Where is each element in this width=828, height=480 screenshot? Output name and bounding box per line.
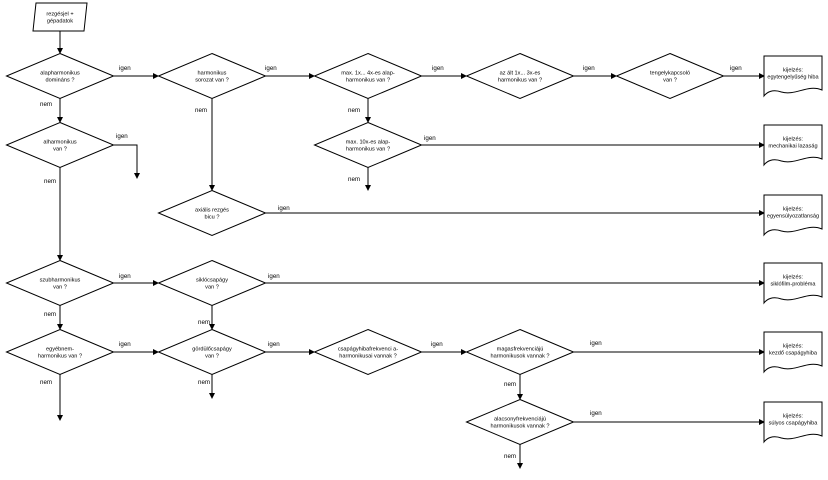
- start-input-text-0: rezgésjel +: [46, 12, 73, 18]
- edge-labels: igen igen igen igen igen nem igen nem igen nem nem…: [40, 65, 742, 460]
- decision-d-egyeb-text-1: harmonikus van ?: [38, 354, 82, 360]
- output-o-egytengely-text-1: egytengelyűség hiba: [767, 75, 819, 81]
- edge-label-no: nem: [504, 381, 516, 388]
- decision-d-csapagy-freq-text-0: csapágyhibafrekvenci a-: [338, 347, 398, 353]
- decision-d-gordulo-text-0: gördülőcsapágy: [192, 347, 232, 353]
- edge-label-yes: igen: [432, 65, 444, 72]
- decision-d-alap-text-0: alapharmonikus: [40, 71, 80, 77]
- output-o-egyensuly: [763, 194, 823, 237]
- start-input-node: [32, 2, 88, 32]
- decision-d-siklo-text-0: siklócsapágy: [196, 278, 228, 284]
- flow-shapes: rezgésjel +gépadatok alapharmonikusdominá…: [5, 2, 823, 446]
- decision-d-1x3x-text-0: az ált 1x... 3x-es: [500, 71, 541, 77]
- output-o-kezdo-text-0: kijelzés:: [783, 344, 803, 350]
- decision-d-siklo-text-1: van ?: [205, 285, 219, 291]
- output-o-kezdo-text-1: kezdő csapágyhiba: [769, 351, 818, 357]
- edge-label-no: nem: [44, 311, 56, 318]
- decision-d-szubharm-text-1: van ?: [53, 285, 67, 291]
- decision-d-10x-text-0: max. 10x-es alap-: [346, 140, 391, 146]
- decision-d-gordulo-text-1: van ?: [205, 354, 219, 360]
- output-o-sulyos-text-0: kijelzés:: [783, 414, 803, 420]
- output-o-egytengely-text-0: kijelzés:: [783, 68, 803, 74]
- edge-label-yes: igen: [116, 133, 128, 140]
- decision-d-szubharm-text-0: szubharmonikus: [40, 278, 81, 284]
- decision-d-harm-sor-text-1: sorozat van ?: [195, 78, 229, 84]
- output-o-mechanikai-text-1: mechanikai lazaság: [768, 144, 817, 150]
- edge-label-yes: igen: [730, 65, 742, 72]
- decision-d-1x4x: [313, 52, 423, 100]
- decision-d-gordulo: [157, 328, 267, 376]
- output-o-egyensuly-text-1: egyensúlyozatlanság: [767, 214, 819, 220]
- decision-d-1x4x-text-0: max. 1x... 4x-es alap-: [341, 71, 395, 77]
- decision-d-alacsony: [465, 398, 575, 446]
- edge-label-no: nem: [40, 379, 52, 386]
- decision-d-alap-text-1: domináns ?: [46, 78, 75, 84]
- decision-d-magas-text-0: magasfrekvenciájú: [497, 347, 544, 353]
- decision-d-magas: [465, 328, 575, 376]
- decision-d-1x3x-text-1: harmonikus van ?: [498, 78, 542, 84]
- edge-label-yes: igen: [119, 341, 131, 348]
- output-o-mechanikai: [763, 124, 823, 167]
- decision-d-csapagy-freq: [313, 328, 423, 376]
- decision-d-egyeb: [5, 328, 115, 376]
- start-input-text-1: gépadatok: [47, 19, 73, 25]
- decision-d-alacsony-text-1: harmonikusok vannak ?: [490, 424, 549, 430]
- edge-label-yes: igen: [119, 65, 131, 72]
- output-o-egytengely: [763, 55, 823, 98]
- decision-d-harm-sor: [157, 52, 267, 100]
- decision-d-alacsony-text-0: alacsonyfrekvenciájú: [494, 417, 546, 423]
- edge-label-yes: igen: [268, 341, 280, 348]
- edge-label-no: nem: [40, 101, 52, 108]
- decision-d-tengely-text-0: tengelykapcsoló: [650, 71, 690, 77]
- decision-d-alap: [5, 52, 115, 100]
- decision-d-alharm-text-1: van ?: [53, 147, 67, 153]
- edge-label-no: nem: [44, 178, 56, 185]
- decision-d-magas-text-1: harmonikusok vannak ?: [490, 354, 549, 360]
- decision-d-axialis-text-1: bicu ?: [205, 215, 220, 221]
- decision-d-10x-text-1: harmonikus van ?: [346, 147, 390, 153]
- output-o-sulyos-text-1: súlyos csapágyhiba: [769, 421, 819, 427]
- decision-d-1x3x: [465, 52, 575, 100]
- edge-label-yes: igen: [265, 65, 277, 72]
- edge-label-yes: igen: [268, 273, 280, 280]
- decision-d-axialis: [157, 189, 267, 237]
- output-o-siklo-text-1: siklófilm-probléma: [770, 282, 816, 288]
- edge-label-no: nem: [504, 453, 516, 460]
- decision-d-siklo: [157, 259, 267, 307]
- output-o-kezdo: [763, 331, 823, 374]
- edge-label-yes: igen: [590, 340, 602, 347]
- output-o-siklo-text-0: kijelzés:: [783, 275, 803, 281]
- edge-label-yes: igen: [119, 273, 131, 280]
- edge-label-yes: igen: [590, 410, 602, 417]
- flow-edges: [57, 31, 765, 469]
- edge-label-no: nem: [198, 319, 210, 326]
- decision-d-tengely: [615, 52, 725, 100]
- output-o-siklo: [763, 262, 823, 305]
- decision-d-tengely-text-1: van ?: [663, 78, 677, 84]
- edge-label-no: nem: [348, 107, 360, 114]
- output-o-sulyos: [763, 401, 823, 444]
- edge-label-no: nem: [198, 379, 210, 386]
- edge-label-no: nem: [348, 176, 360, 183]
- edge-label-yes: igen: [583, 65, 595, 72]
- decision-d-harm-sor-text-0: harmonikus: [198, 71, 227, 77]
- decision-d-1x4x-text-1: harmonikus van ?: [346, 78, 390, 84]
- decision-d-szubharm: [5, 259, 115, 307]
- decision-d-axialis-text-0: axiális rezgés: [195, 208, 229, 214]
- edge-label-yes: igen: [424, 135, 436, 142]
- edge-label-yes: igen: [431, 341, 443, 348]
- decision-d-alharm: [5, 121, 115, 169]
- output-o-egyensuly-text-0: kijelzés:: [783, 207, 803, 213]
- decision-d-alharm-text-0: alharmonikus: [43, 140, 76, 146]
- decision-d-10x: [313, 121, 423, 169]
- output-o-mechanikai-text-0: kijelzés:: [783, 137, 803, 143]
- edge-label-no: nem: [195, 107, 207, 114]
- edge-alharm-yes: [113, 144, 140, 179]
- decision-d-egyeb-text-0: egyébnem-: [46, 347, 74, 353]
- decision-d-csapagy-freq-text-1: harmonikusai vannak ?: [339, 354, 397, 360]
- edge-label-yes: igen: [278, 205, 290, 212]
